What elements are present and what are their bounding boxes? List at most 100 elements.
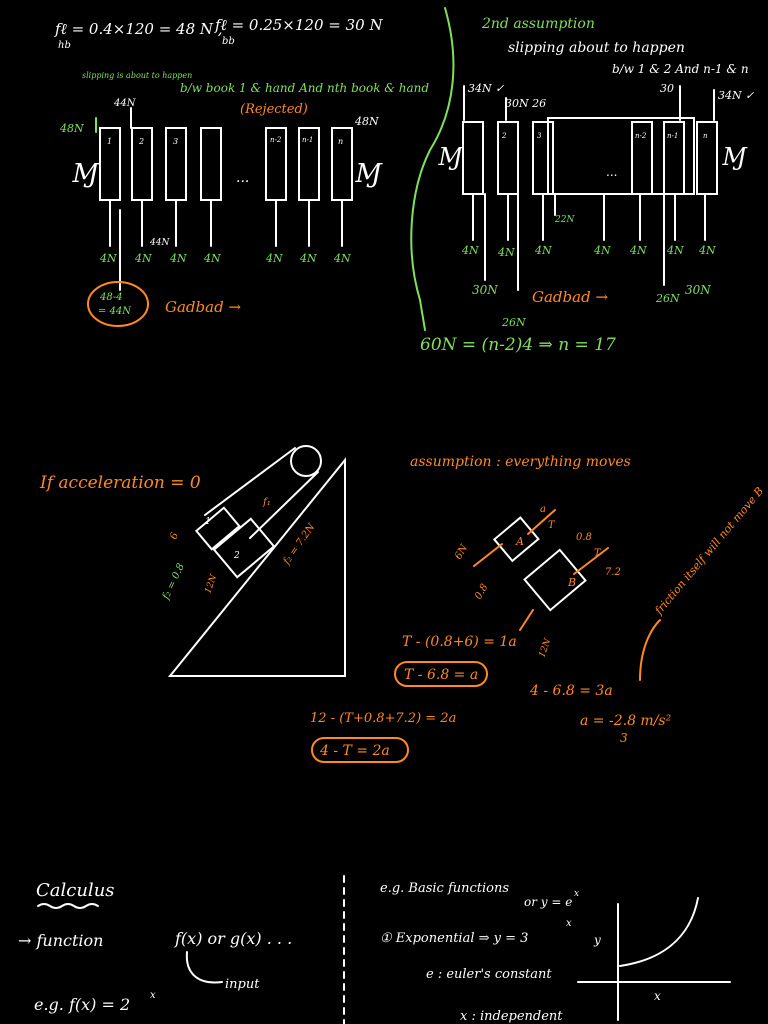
book-label: 2	[138, 137, 144, 146]
friction-sub-2: bb	[222, 36, 235, 47]
fbd-block-A	[492, 516, 540, 563]
fbd-08b: 0.8	[576, 532, 592, 543]
fbd-08a: 0.8	[473, 582, 490, 601]
force-30-26: 30N 26	[505, 97, 546, 110]
section-incline-pulley: If acceleration = 0 assumption : everyth…	[39, 445, 767, 763]
fx-gx: f(x) or g(x) . . .	[174, 929, 292, 948]
eq-2b: 4 - T = 2a	[319, 743, 390, 759]
weight-label: 4N	[99, 252, 117, 265]
force-30-right: 30	[660, 82, 674, 95]
circle-text-1: 48-4	[99, 292, 122, 303]
incline-12: 12N	[203, 572, 219, 595]
weight-label: 4N	[593, 244, 611, 257]
fbd-t: T	[548, 520, 556, 531]
rejected-label: (Rejected)	[240, 102, 308, 117]
first-assumption-note2: b/w book 1 & hand And nth book & hand	[180, 81, 429, 95]
force-48-right: 48N	[354, 115, 379, 128]
string-2	[249, 471, 319, 539]
right-26: 26N	[655, 292, 680, 305]
axis-y-label: y	[593, 933, 601, 947]
force-34-right: 34N ✓	[718, 89, 755, 102]
hand-left-2: Ɱ	[438, 143, 464, 171]
assumption-label: assumption : everything moves	[410, 454, 631, 470]
string-1	[204, 447, 296, 516]
fbd-12: 12N	[537, 636, 553, 659]
weight-arrows-right: 22N 4N 4N 4N 4N 4N 4N 4N	[461, 193, 716, 291]
hand-left: Ɱ	[72, 159, 100, 189]
force-48-left: 48N	[59, 122, 84, 135]
eg-example: e.g. f(x) = 2	[34, 995, 130, 1014]
second-assumption-title: 2nd assumption	[481, 16, 595, 32]
exponential-curve	[619, 897, 699, 967]
exp-sup: x	[566, 918, 572, 929]
gadbad-1: Gadbad →	[165, 298, 241, 316]
weight-label: 4N	[134, 252, 152, 265]
weight-label: 4N	[629, 244, 647, 257]
second-line1: slipping about to happen	[508, 40, 685, 56]
incline-triangle	[167, 457, 346, 677]
equation-n17: 60N = (n-2)4 ⇒ n = 17	[420, 335, 616, 355]
eq-4: a = -2.8 m/s²	[580, 713, 672, 729]
eq-2: 12 - (T+0.8+7.2) = 2a	[310, 711, 456, 726]
or-y-sup: x	[574, 889, 579, 899]
right-30-left: 30N	[472, 283, 498, 297]
fbd-block-B	[523, 548, 587, 612]
eq-4b: 3	[620, 731, 628, 745]
acceleration-zero: If acceleration = 0	[39, 473, 201, 493]
right-30-bottom: 30N	[685, 283, 711, 297]
book-label: n	[703, 132, 708, 140]
function-label: → function	[18, 931, 103, 950]
incline-fs: f₂ = 0.8	[160, 562, 187, 602]
eq-1b: T - 6.8 = a	[404, 667, 478, 683]
weight-label: 4N	[333, 252, 351, 265]
exponential: ① Exponential ⇒ y = 3	[380, 931, 528, 946]
weight-label: 4N	[265, 252, 283, 265]
weight-label: 4N	[299, 252, 317, 265]
weight-label: 4N	[534, 244, 552, 257]
weight-label: 4N	[169, 252, 187, 265]
fbd-A-label: A	[515, 535, 524, 548]
input-arrow	[185, 951, 223, 984]
small-44: 44N	[149, 238, 170, 248]
fbd-B-label: B	[567, 576, 576, 589]
second-line2: b/w 1 & 2 And n-1 & n	[612, 62, 749, 76]
weight-label: 4N	[698, 244, 716, 257]
book-label: n-2	[635, 132, 647, 140]
book-label: 2	[501, 132, 507, 140]
book-label: n-1	[302, 136, 313, 144]
force-44-top: 44N	[113, 98, 137, 109]
right-26b: 26N	[501, 316, 526, 329]
incline-6: 6	[168, 531, 181, 541]
dots: ...	[236, 170, 249, 186]
friction-note: friction itself will not move B	[652, 485, 767, 618]
weight-arrows-left: 44N 4N 4N 4N 4N 4N 4N 4N	[99, 199, 351, 291]
fbd-72: 7.2	[605, 567, 621, 578]
weight-label: 4N	[203, 252, 221, 265]
book-4	[200, 127, 222, 201]
input-label: input	[225, 977, 260, 992]
independent-label: x : independent	[460, 1009, 563, 1024]
hand-right: Ɱ	[355, 159, 383, 189]
title-underline	[37, 903, 99, 909]
eq-2b-box	[311, 737, 409, 763]
or-y: or y = e	[524, 895, 572, 909]
incline-f1: f₁	[262, 497, 271, 508]
weight-label: 4N	[497, 246, 515, 259]
eq-1: T - (0.8+6) = 1a	[402, 634, 517, 650]
friction-formula-1: fℓ = 0.4×120 = 48 N ,	[54, 20, 223, 38]
axis-x-label: x	[654, 989, 661, 1003]
divider-line	[410, 7, 455, 331]
fbd-t2: T	[594, 548, 602, 559]
note-arrow	[639, 619, 661, 681]
calculus-title: Calculus	[36, 880, 115, 901]
friction-sub-1: hb	[58, 40, 71, 51]
force-34-left: 34N ✓	[468, 82, 505, 95]
gadbad-2: Gadbad →	[532, 288, 608, 306]
circle-text-2: = 44N	[98, 306, 132, 317]
weight-label: 4N	[666, 244, 684, 257]
block-1-label: 1	[205, 517, 211, 527]
basic-functions: e.g. Basic functions	[380, 881, 509, 896]
book-label: n-2	[270, 136, 282, 144]
circled-result	[87, 281, 149, 327]
